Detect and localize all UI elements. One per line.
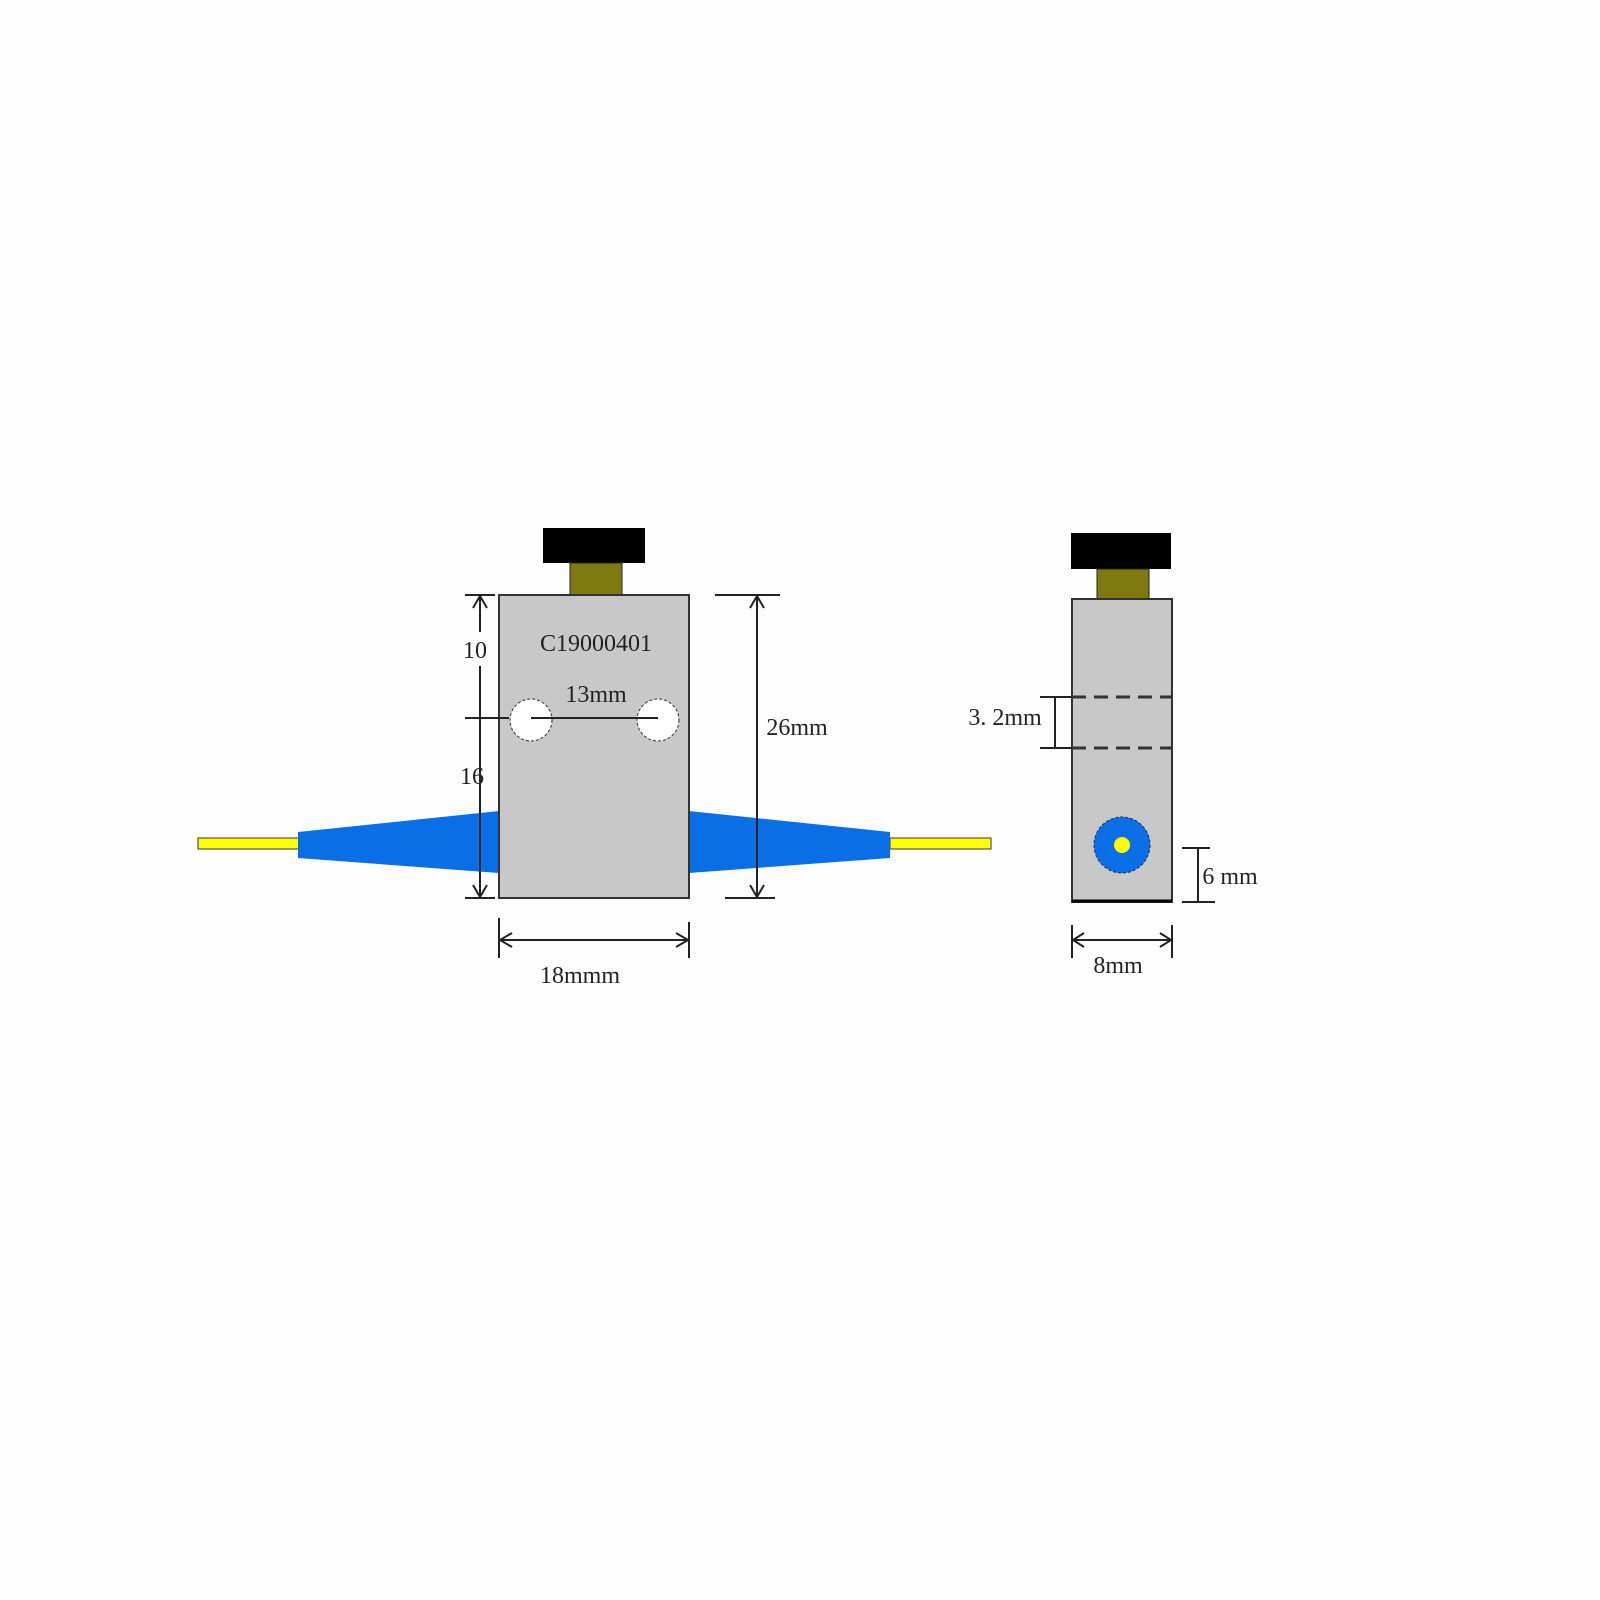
side-width-label: 8mm: [1093, 953, 1143, 979]
hole-spacing-label: 13mm: [565, 682, 627, 708]
knob: [543, 528, 645, 563]
dim-top-label: 10: [463, 638, 487, 664]
port-height-label: 6 mm: [1202, 864, 1258, 890]
side-view: 3. 2mm 6 mm 8mm: [968, 533, 1258, 979]
mount-hole-right: [636, 698, 680, 742]
model-label: C19000401: [540, 631, 652, 657]
dim-bottom-label: 16: [460, 764, 484, 790]
width-label: 18mmm: [540, 963, 620, 989]
left-boot: [298, 811, 499, 873]
slot-label: 3. 2mm: [968, 705, 1042, 731]
mount-hole-left: [509, 698, 553, 742]
right-fiber: [889, 837, 992, 850]
height-label: 26mm: [766, 715, 828, 741]
right-boot: [689, 811, 890, 873]
left-fiber: [197, 837, 300, 850]
knob-stem: [569, 562, 623, 596]
front-view: C19000401 13mm 10 16 26mm 18mmm: [197, 528, 992, 989]
side-knob-stem: [1096, 568, 1150, 600]
fiber-core: [1114, 837, 1130, 853]
body: [498, 594, 690, 899]
side-knob: [1071, 533, 1171, 569]
